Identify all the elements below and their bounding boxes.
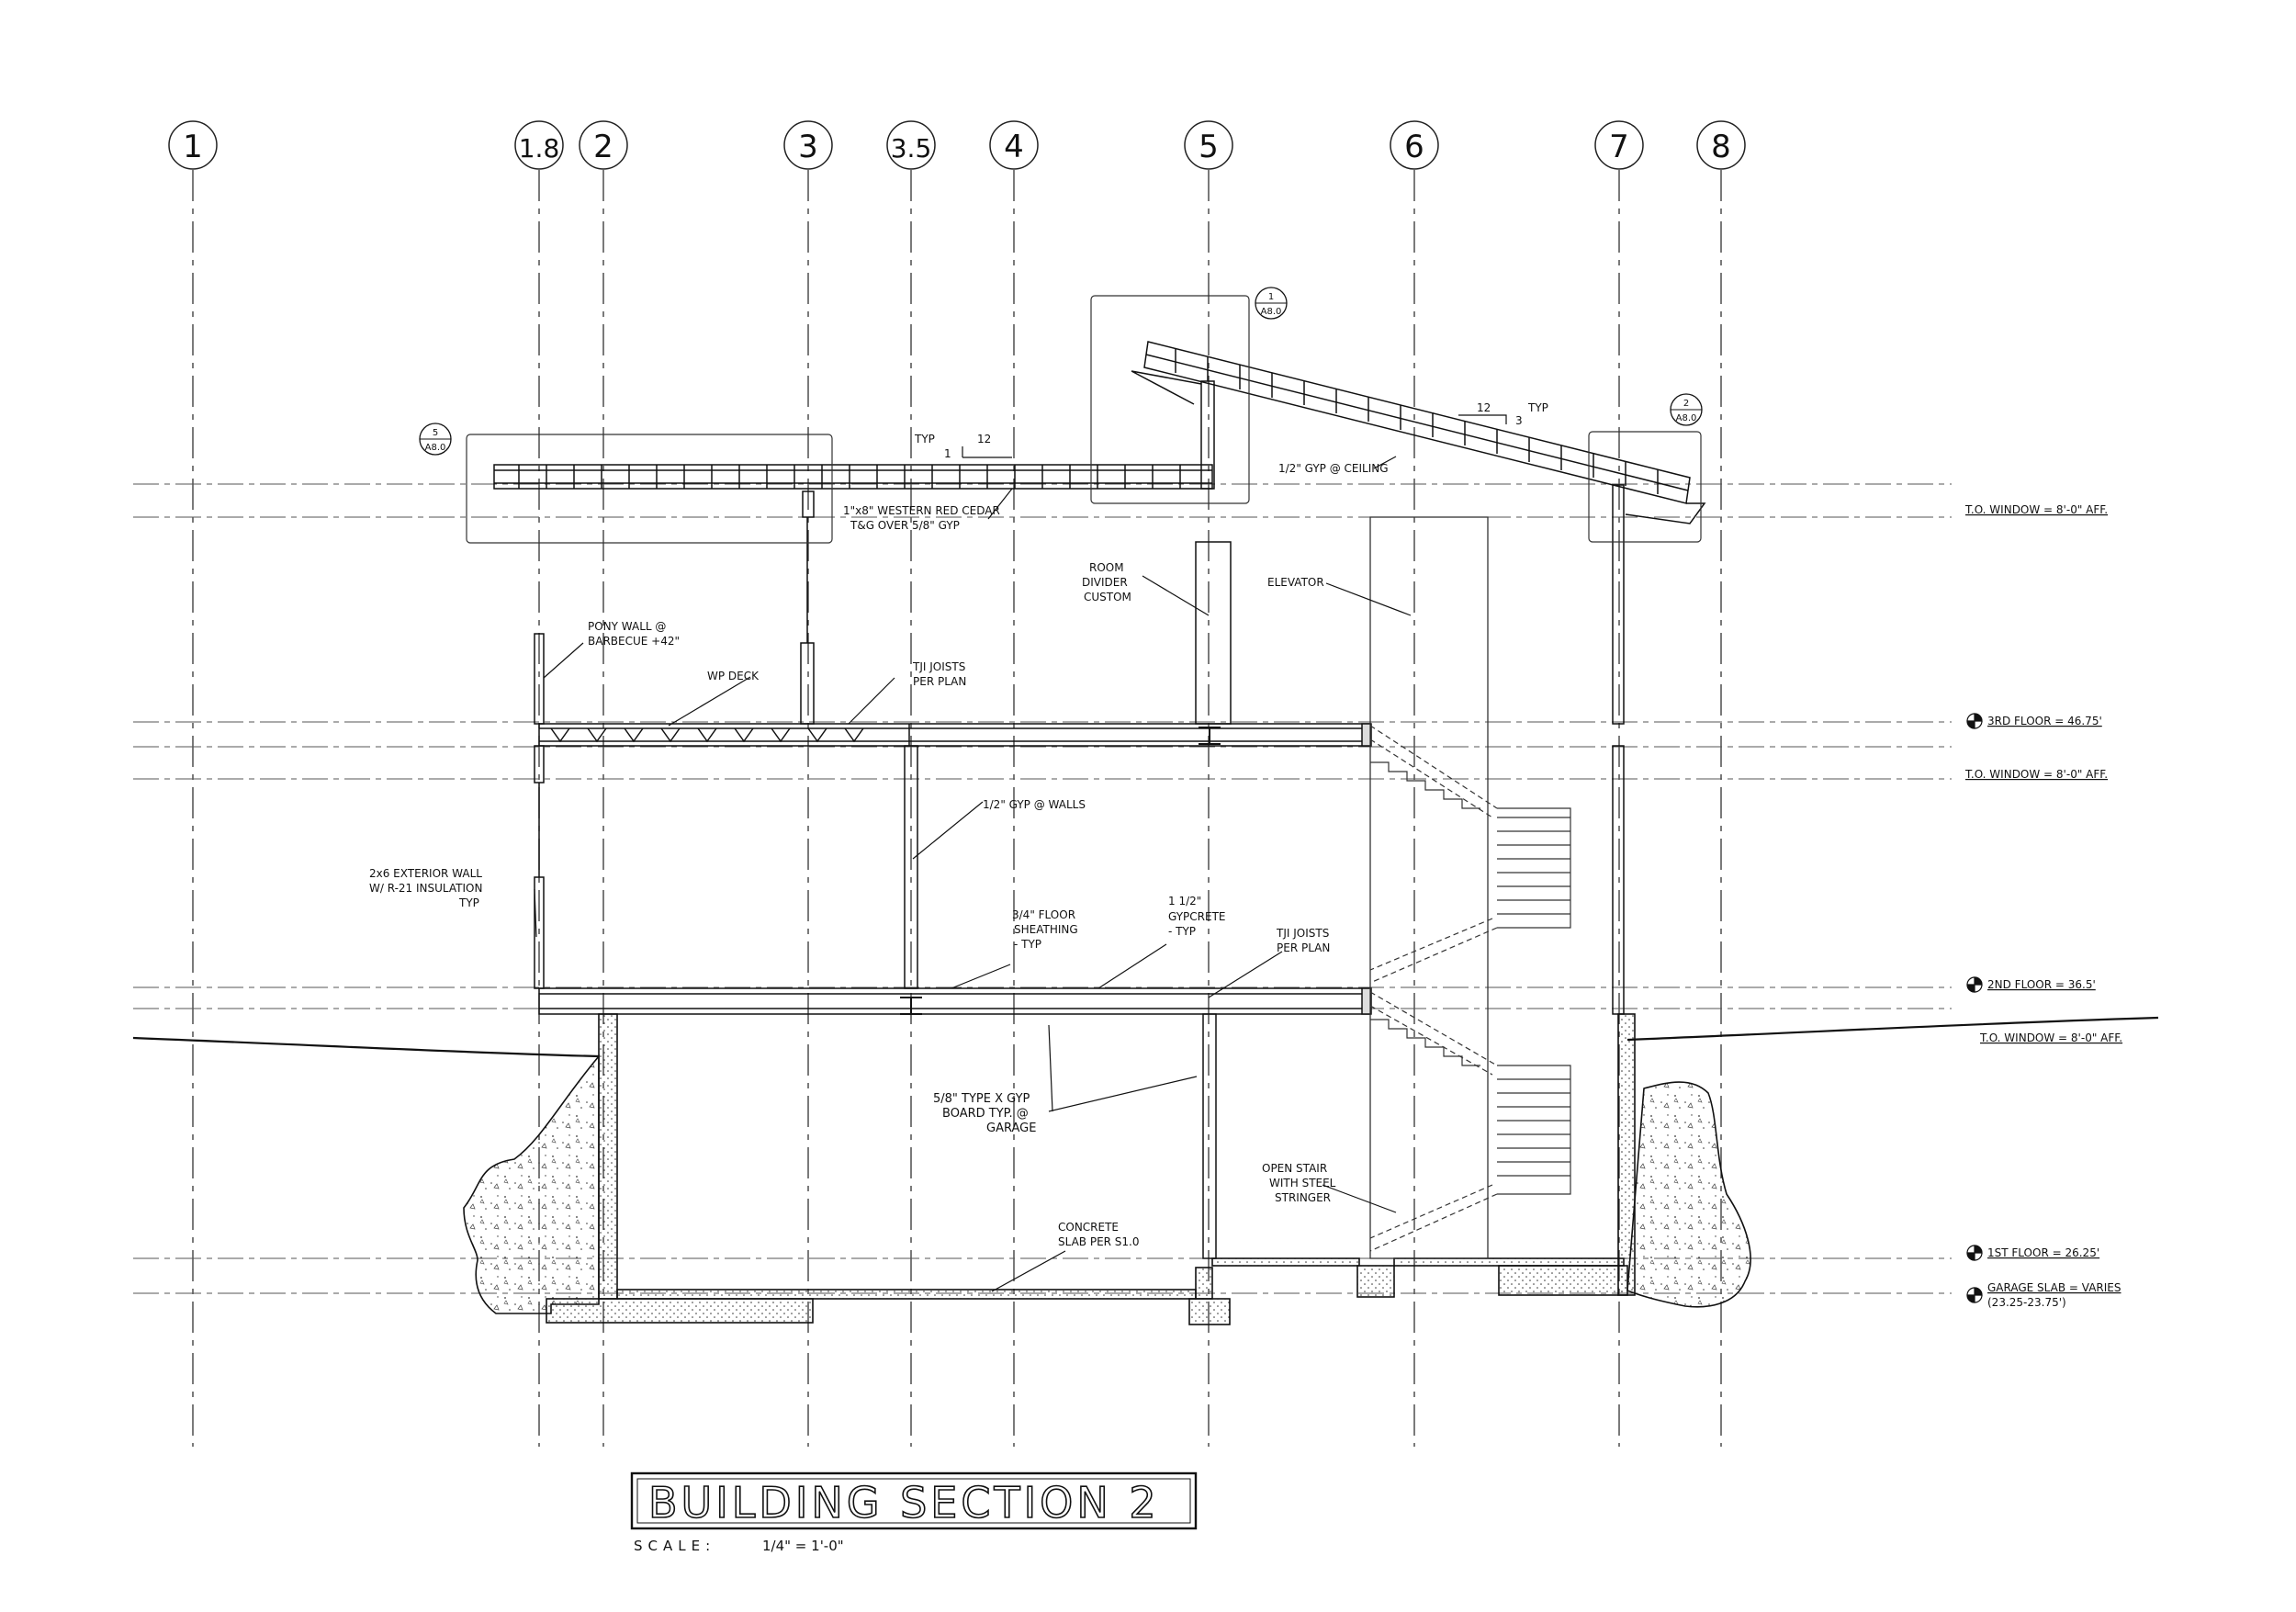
note-tji-lower-1: TJI JOISTS: [1276, 927, 1329, 940]
note-cedar-2: T&G OVER 5/8" GYP: [850, 519, 960, 532]
detail-tag-5-sheet: A8.0: [425, 443, 446, 453]
detail-boxes: [466, 295, 1702, 544]
note-gyp-walls: 1/2" GYP @ WALLS: [983, 798, 1086, 811]
note-tji-lower-2: PER PLAN: [1277, 941, 1330, 954]
level-to-window-upper: T.O. WINDOW = 8'-0" AFF.: [1964, 503, 2108, 516]
level-third-floor: 3RD FLOOR = 46.75': [1987, 715, 2102, 727]
note-pony-wall-2: BARBECUE +42": [588, 635, 680, 648]
annotations: 1"x8" WESTERN RED CEDAR T&G OVER 5/8" GY…: [369, 462, 1389, 1248]
detail-tag-5-num: 5: [433, 428, 438, 438]
grid-label-3-5: 3.5: [891, 133, 932, 163]
drawing-title: BUILDING SECTION 2: [648, 1478, 1160, 1527]
note-stair-1: OPEN STAIR: [1262, 1162, 1327, 1175]
note-stair-3: STRINGER: [1275, 1191, 1331, 1204]
note-ext-wall-2: W/ R-21 INSULATION: [369, 882, 482, 895]
level-second-floor: 2ND FLOOR = 36.5': [1987, 978, 2096, 991]
grid-label-5: 5: [1199, 129, 1219, 165]
ground-line: [132, 1016, 2159, 1058]
title-block: BUILDING SECTION 2 SCALE: 1/4" = 1'-0": [630, 1471, 1198, 1554]
detail-tag-1-sheet: A8.0: [1261, 307, 1282, 317]
note-floor-sheath-3: - TYP: [1014, 938, 1041, 951]
slope-2-run: 12: [1477, 401, 1491, 414]
level-markers: [1966, 713, 1983, 1303]
note-typex-3: GARAGE: [986, 1122, 1036, 1135]
scale-label: SCALE:: [634, 1538, 715, 1554]
slope-1-run: 1: [944, 447, 951, 460]
grid-bubbles: [168, 120, 1746, 170]
third-floor-assembly: [538, 723, 1372, 747]
second-floor-assembly: [538, 727, 1372, 1015]
earth-right: [1626, 1081, 1751, 1308]
level-garage-slab-range: (23.25-23.75'): [1987, 1296, 2066, 1309]
leader-lines: [534, 456, 1412, 1292]
note-room-divider-2: DIVIDER: [1082, 576, 1128, 589]
note-gypcrete-3: - TYP: [1168, 925, 1196, 938]
level-to-window-lower: T.O. WINDOW = 8'-0" AFF.: [1979, 1031, 2122, 1044]
level-garage-slab: GARAGE SLAB = VARIES: [1987, 1281, 2121, 1294]
slope-1-typ: TYP: [914, 433, 935, 445]
note-tji-upper-2: PER PLAN: [913, 675, 966, 688]
roof-assembly: [493, 341, 1706, 524]
scale-value: 1/4" = 1'-0": [762, 1538, 844, 1554]
slope-1-rise: 12: [977, 433, 991, 445]
note-typex-1: 5/8" TYPE X GYP: [933, 1092, 1030, 1106]
grid-lines: [192, 170, 1722, 1447]
note-ext-wall-3: TYP: [458, 896, 479, 909]
grid-label-2: 2: [593, 129, 613, 165]
grid-label-8: 8: [1711, 129, 1731, 165]
note-room-divider-1: ROOM: [1089, 561, 1124, 574]
grid-label-4: 4: [1004, 129, 1024, 165]
note-cedar-1: 1"x8" WESTERN RED CEDAR: [843, 504, 1000, 517]
note-gypcrete-2: GYPCRETE: [1168, 910, 1225, 923]
grid-label-6: 6: [1404, 129, 1424, 165]
note-typex-2: BOARD TYP. @: [942, 1107, 1029, 1121]
detail-tag-2-sheet: A8.0: [1676, 413, 1697, 423]
slope-indicators: TYP 1 12 12 3 TYP: [914, 401, 1548, 460]
detail-tag-2-num: 2: [1683, 399, 1689, 409]
note-floor-sheath-2: SHEATHING: [1014, 923, 1078, 936]
note-slab-2: SLAB PER S1.0: [1058, 1235, 1140, 1248]
grid-label-3: 3: [798, 129, 818, 165]
note-pony-wall-1: PONY WALL @: [588, 620, 666, 633]
note-elevator: ELEVATOR: [1267, 576, 1324, 589]
slope-2-typ: TYP: [1527, 401, 1548, 414]
note-floor-sheath-1: 3/4" FLOOR: [1012, 908, 1075, 921]
level-first-floor: 1ST FLOOR = 26.25': [1987, 1246, 2099, 1259]
note-gypcrete-1: 1 1/2": [1168, 895, 1201, 907]
note-ext-wall-1: 2x6 EXTERIOR WALL: [369, 867, 482, 880]
grid-label-1: 1: [183, 129, 203, 165]
note-room-divider-3: CUSTOM: [1084, 591, 1131, 603]
level-to-window-middle: T.O. WINDOW = 8'-0" AFF.: [1964, 768, 2108, 781]
note-tji-upper-1: TJI JOISTS: [912, 660, 965, 673]
detail-tag-1-num: 1: [1268, 292, 1274, 302]
note-ceiling: 1/2" GYP @ CEILING: [1278, 462, 1389, 475]
grid-label-7: 7: [1609, 129, 1629, 165]
grid-label-1-8: 1.8: [519, 133, 560, 163]
note-slab-1: CONCRETE: [1058, 1221, 1119, 1234]
walls: [534, 484, 1625, 1259]
foundation: [546, 1013, 1636, 1325]
slope-2-rise: 3: [1515, 414, 1523, 427]
stairs: [1369, 725, 1571, 1252]
note-stair-2: WITH STEEL: [1269, 1177, 1336, 1189]
earth-left: [463, 1054, 600, 1314]
elevator-shaft: [1369, 516, 1489, 1259]
note-wp-deck: WP DECK: [707, 670, 760, 682]
